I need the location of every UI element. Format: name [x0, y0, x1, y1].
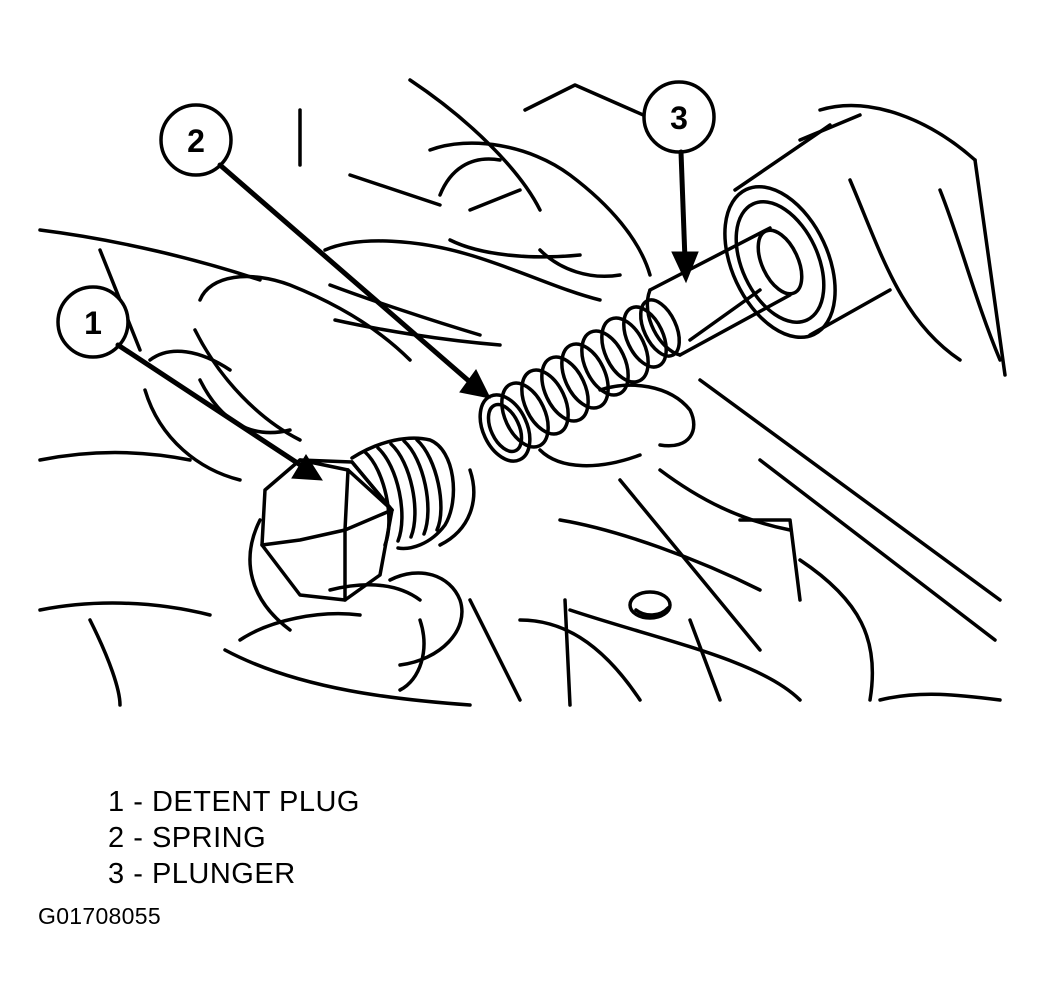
arrowhead-2	[459, 369, 491, 399]
legend-separator: -	[133, 822, 144, 854]
legend-label: PLUNGER	[151, 858, 296, 890]
legend-label: SPRING	[151, 822, 267, 854]
legend-item-spring: 2 - SPRING	[108, 820, 360, 856]
detent-plug	[260, 436, 456, 602]
arrowhead-1	[291, 454, 323, 481]
legend-separator: -	[133, 858, 144, 890]
callout-number-1: 1	[84, 305, 102, 341]
figure-id: G01708055	[38, 903, 161, 929]
legend-separator: -	[133, 786, 144, 818]
detent-plug-illustration: 1 2 3	[38, 78, 1007, 707]
callout-circle-2	[159, 103, 233, 177]
legend-number: 1	[108, 786, 125, 818]
legend-number: 3	[108, 858, 125, 890]
leader-line-2	[217, 162, 473, 385]
arrowhead-3	[671, 251, 699, 284]
callout-number-2: 2	[187, 123, 205, 159]
legend-label: DETENT PLUG	[151, 786, 360, 818]
spring	[478, 298, 682, 463]
callout-legend: 1 - DETENT PLUG 2 - SPRING 3 - PLUNGER	[108, 784, 360, 892]
leader-line-1	[115, 342, 308, 471]
legend-item-plunger: 3 - PLUNGER	[108, 856, 360, 892]
callout-number-3: 3	[670, 100, 688, 136]
legend-item-detent-plug: 1 - DETENT PLUG	[108, 784, 360, 820]
callout-circle-1	[56, 285, 130, 359]
leader-line-3	[678, 149, 688, 263]
legend-number: 2	[108, 822, 125, 854]
plunger	[645, 123, 892, 357]
